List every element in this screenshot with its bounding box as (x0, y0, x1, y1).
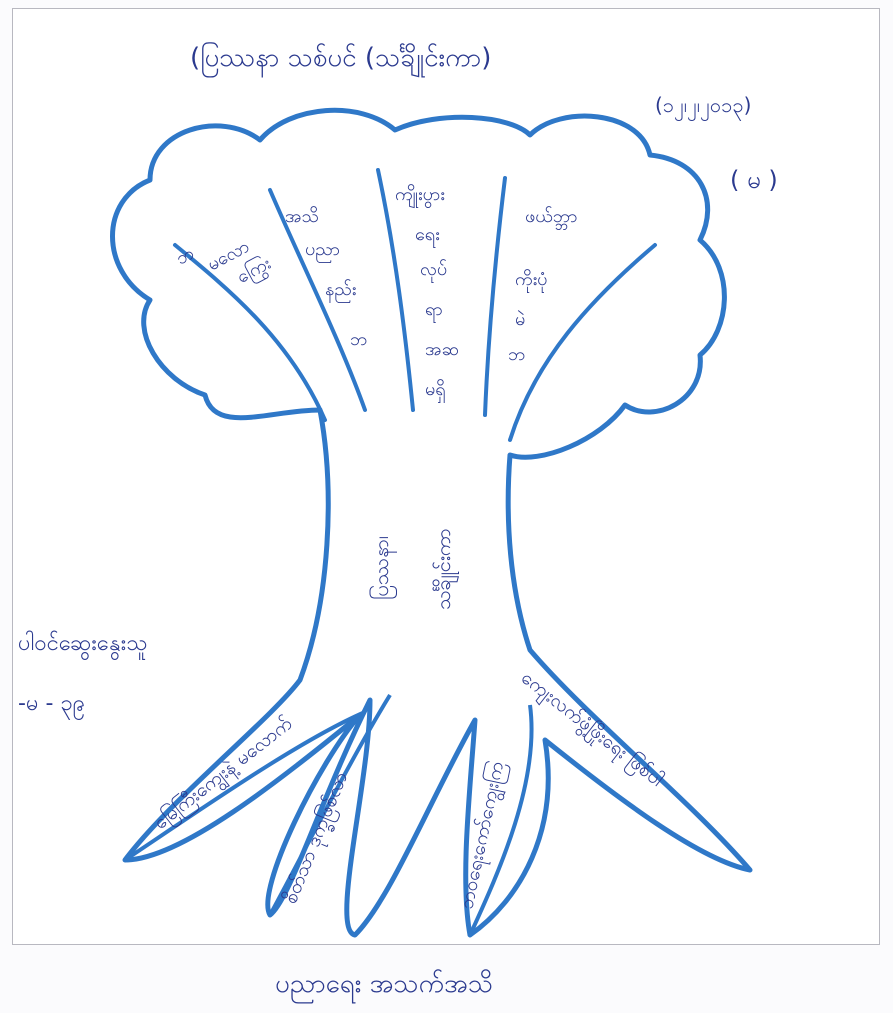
branch-line-4 (485, 178, 505, 415)
canopy-col2-text-2: ပညာ (305, 239, 340, 263)
canopy-col4-text-3: မဲ (515, 309, 525, 330)
trunk-label-2: သင်္ချိုင်းကာ (431, 528, 459, 610)
diagram-title: (ပြဿနာ သစ်ပင် (သင်္ချိုင်းကာ) (190, 40, 491, 78)
footer-caption: ပညာရေး အသက်အသိ (275, 968, 493, 1004)
code-label: ( မ ) (730, 166, 778, 194)
canopy-col3-text-1: ကျိုးပွား (395, 184, 445, 208)
canopy-col2-text-3: နည်း (325, 279, 356, 303)
canopy-col3-text-3: လုပ် (420, 259, 447, 283)
canopy-col3-text-5: အဆ (425, 339, 459, 360)
date-label: (၁၂၊၂၊၂၀၁၃) (655, 93, 751, 121)
canopy-col2-text-1: အသိ (285, 206, 319, 227)
canopy-col-4: ဖယ်ဘ္ဘာ ကိုးပုံ မဲ ဘ (508, 206, 578, 365)
branch-line-3 (378, 170, 413, 410)
canopy-col3-text-2: ရေး (415, 224, 440, 248)
canopy-col4-text-1: ဖယ်ဘ္ဘာ (525, 206, 578, 230)
canopy-col4-text-2: ကိုးပုံ (515, 269, 547, 293)
participant-count: -မ - ၃၉ (18, 691, 85, 720)
canopy-col3-text-4: ရာ (425, 299, 443, 323)
root-label-3: ဘဝရေးကော်ကျွေးကြ (453, 759, 513, 912)
canopy-col-1: ဘ မလော ကြွေး (172, 213, 275, 312)
canopy-col2-text-4: ဘ (350, 329, 367, 350)
canopy-col4-text-4: ဘ (508, 344, 525, 365)
canopy-col-3: ကျိုးပွား ရေး လုပ် ရာ အဆ မရှိ (395, 184, 459, 403)
participant-label: ပါဝင်ဆွေးနွေးသူ (18, 630, 147, 661)
canopy-col-2: အသိ ပညာ နည်း ဘ (285, 206, 367, 350)
trunk-label-1: ပြဿနာ၊ (369, 536, 397, 600)
canopy-col3-text-6: မရှိ (425, 379, 446, 403)
